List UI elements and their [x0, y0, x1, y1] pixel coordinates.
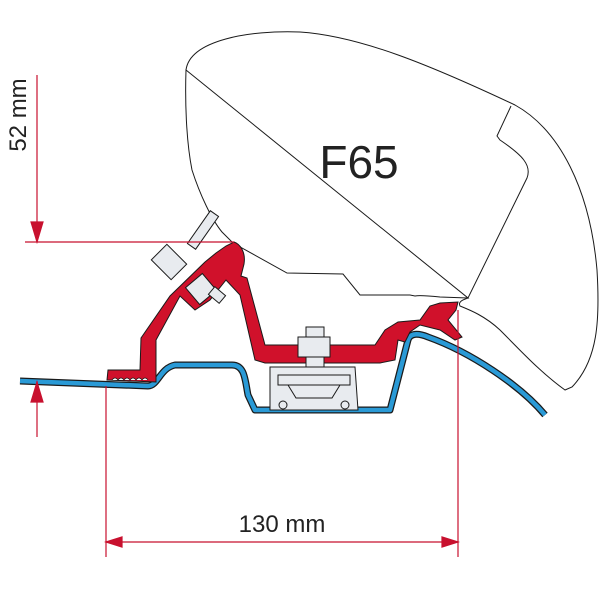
dimension-lines: [25, 75, 461, 557]
roof-profile: [19, 330, 548, 418]
vertical-dimension-label: 52 mm: [5, 78, 32, 151]
bolt-upper: [150, 210, 227, 306]
product-label: F65: [319, 136, 398, 188]
adapter-bracket: [106, 241, 463, 383]
horizontal-dimension-label: 130 mm: [239, 511, 326, 538]
bolt-center: [269, 326, 359, 411]
